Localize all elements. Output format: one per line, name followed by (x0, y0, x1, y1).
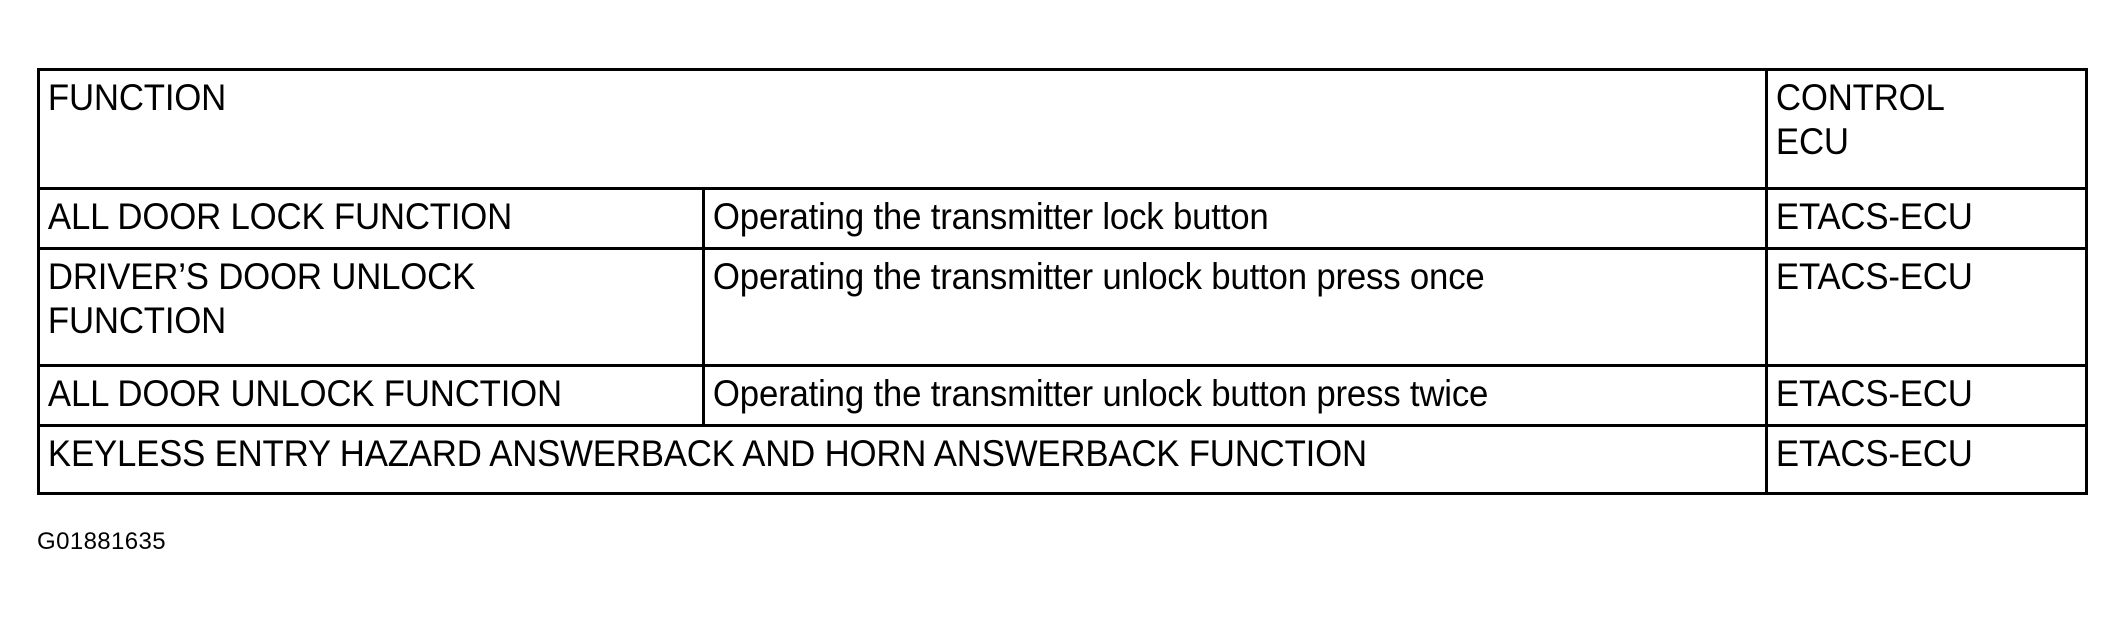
table-row: KEYLESS ENTRY HAZARD ANSWERBACK AND HORN… (37, 424, 2087, 495)
table-row: DRIVER’S DOOR UNLOCK FUNCTION Operating … (37, 247, 2087, 367)
table-header-row: FUNCTION CONTROL ECU (37, 68, 2087, 190)
column-header-function-label: FUNCTION (47, 77, 226, 118)
control-ecu-label: ETACS-ECU (1775, 373, 1973, 414)
cell-control-ecu: ETACS-ECU (1765, 247, 2069, 367)
function-name-label: KEYLESS ENTRY HAZARD ANSWERBACK AND HORN… (47, 433, 1367, 474)
function-description-label: Operating the transmitter lock button (712, 196, 1269, 237)
cell-function-name: ALL DOOR LOCK FUNCTION (37, 187, 666, 250)
keyless-entry-function-table: FUNCTION CONTROL ECU ALL DOOR LOCK FUNCT… (37, 68, 2089, 495)
cell-control-ecu: ETACS-ECU (1765, 424, 2069, 495)
cell-control-ecu: ETACS-ECU (1765, 364, 2069, 427)
cell-function-name: DRIVER’S DOOR UNLOCK FUNCTION (37, 247, 666, 367)
cell-function-description: Operating the transmitter unlock button … (702, 364, 1705, 427)
cell-function-name: ALL DOOR UNLOCK FUNCTION (37, 364, 666, 427)
cell-function-name: KEYLESS ENTRY HAZARD ANSWERBACK AND HORN… (37, 424, 1665, 495)
column-header-control-ecu-label: CONTROL ECU (1775, 77, 1945, 162)
function-description-label: Operating the transmitter unlock button … (712, 373, 1488, 414)
cell-function-description: Operating the transmitter lock button (702, 187, 1705, 250)
column-header-control-ecu: CONTROL ECU (1765, 68, 2069, 190)
table-row: ALL DOOR LOCK FUNCTION Operating the tra… (37, 187, 2087, 250)
control-ecu-label: ETACS-ECU (1775, 256, 1973, 297)
control-ecu-label: ETACS-ECU (1775, 433, 1973, 474)
function-name-label: ALL DOOR UNLOCK FUNCTION (47, 373, 562, 414)
control-ecu-label: ETACS-ECU (1775, 196, 1973, 237)
table-row: ALL DOOR UNLOCK FUNCTION Operating the t… (37, 364, 2087, 427)
function-description-label: Operating the transmitter unlock button … (712, 256, 1485, 297)
column-header-function: FUNCTION (37, 68, 1665, 190)
cell-control-ecu: ETACS-ECU (1765, 187, 2069, 250)
function-name-label: DRIVER’S DOOR UNLOCK FUNCTION (47, 256, 475, 341)
cell-function-description: Operating the transmitter unlock button … (702, 247, 1705, 367)
figure-caption: G01881635 (37, 528, 167, 555)
function-name-label: ALL DOOR LOCK FUNCTION (47, 196, 512, 237)
